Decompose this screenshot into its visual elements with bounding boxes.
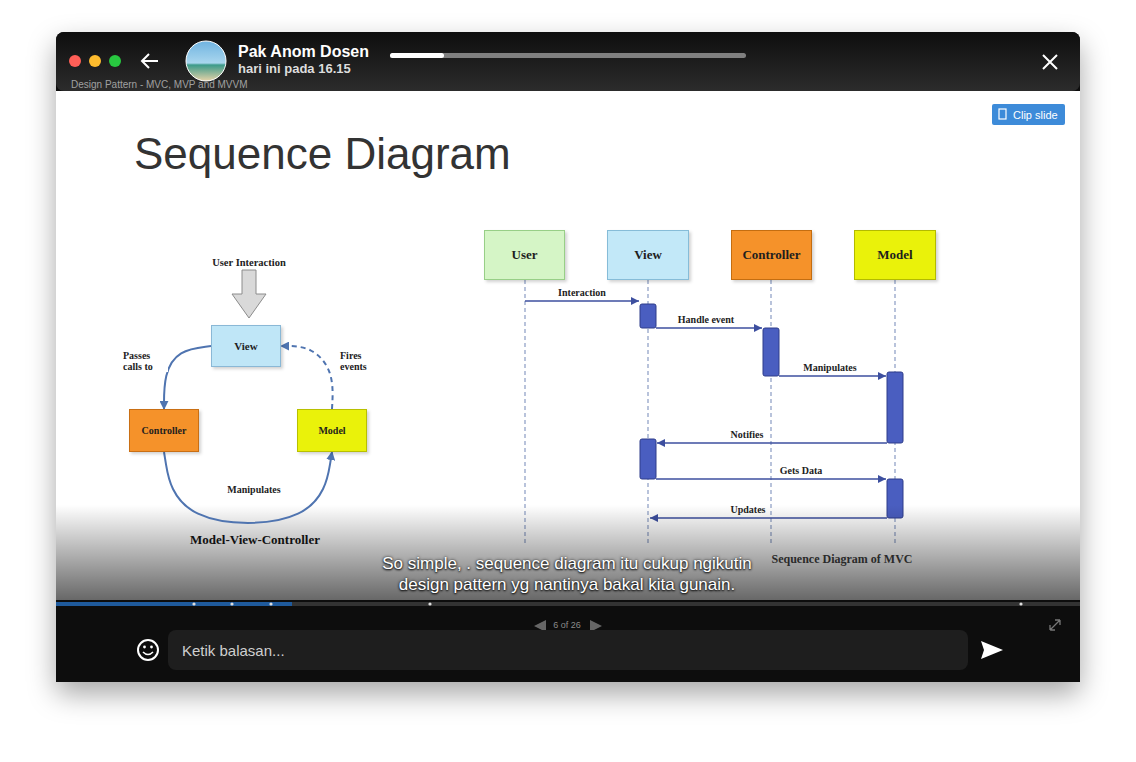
back-arrow — [142, 54, 158, 68]
message-arrow — [657, 442, 887, 443]
lifeline-head: Model — [854, 230, 936, 280]
figure-caption: Model-View-Controller — [190, 532, 320, 548]
lifeline-head: View — [607, 230, 689, 280]
node-label: Controller — [742, 247, 800, 263]
edge-label: Passes calls to — [122, 350, 168, 372]
avatar — [186, 41, 226, 81]
close-icon — [1043, 55, 1057, 69]
story-progress-track — [390, 53, 746, 58]
input-placeholder: Ketik balasan... — [182, 641, 285, 660]
emoji-eye — [150, 646, 153, 649]
edge-label: Fires events — [339, 350, 385, 372]
activation-bar — [763, 328, 779, 376]
message-label: Gets Data — [780, 464, 823, 477]
message-label: Handle event — [678, 313, 734, 326]
node-label: Controller — [142, 424, 187, 437]
video-title: Design Pattern - MVC, MVP and MVVM — [71, 78, 248, 91]
app-window — [56, 32, 1080, 682]
emoji-icon — [138, 640, 158, 660]
message-label: Notifies — [731, 428, 764, 441]
close-light — [69, 55, 81, 67]
interaction-arrow — [232, 270, 266, 318]
message-label: Manipulates — [803, 361, 856, 374]
clip-slide-button — [992, 104, 1065, 125]
message-arrow — [525, 300, 639, 301]
tick — [269, 602, 272, 605]
clip-icon — [999, 109, 1006, 119]
diagram-note: User Interaction — [212, 256, 286, 269]
flow-arrow — [281, 346, 333, 409]
message-arrow — [656, 327, 762, 328]
expand-icon — [1050, 620, 1060, 630]
sender-name: Pak Anom Dosen — [238, 42, 369, 62]
message-label: Interaction — [558, 286, 606, 299]
activation-bar — [640, 304, 656, 328]
node-label: Model — [877, 247, 912, 263]
slide-track-fill — [56, 602, 292, 606]
zoom-light — [109, 55, 121, 67]
node-label: User — [512, 247, 538, 263]
tick — [428, 602, 431, 605]
tick — [1019, 602, 1022, 605]
title-bar — [56, 32, 1080, 91]
slide-title: Sequence Diagram — [134, 128, 511, 180]
slide-track — [56, 602, 1080, 606]
activation-bar — [887, 372, 903, 443]
story-progress-fill — [390, 53, 444, 58]
emoji-smile — [143, 652, 153, 655]
message-arrow — [779, 375, 886, 376]
send-icon — [981, 641, 1003, 659]
minimize-light — [89, 55, 101, 67]
tick — [230, 602, 233, 605]
subtitle: So simple, . sequence diagram itu cukup … — [381, 553, 753, 595]
message-arrow — [656, 478, 886, 479]
message-label: Updates — [730, 503, 765, 516]
activation-bars — [640, 304, 903, 518]
emoji-eye — [143, 646, 146, 649]
node-label: Model — [318, 424, 345, 437]
page-counter: 6 of 26 — [553, 620, 581, 631]
controller-box: Controller — [129, 409, 199, 452]
tick — [192, 602, 195, 605]
button-label: Clip slide — [1013, 108, 1058, 122]
flow-arrow — [164, 346, 211, 409]
reply-input — [168, 630, 968, 670]
figure-caption: Sequence Diagram of MVC — [772, 552, 913, 567]
node-label: View — [634, 247, 662, 263]
messages — [525, 301, 887, 518]
view-box: View — [211, 325, 281, 367]
lifeline-head: User — [484, 230, 565, 280]
activation-bar — [640, 439, 656, 479]
slide — [56, 91, 1080, 601]
bottom-bar — [56, 600, 1080, 682]
model-box: Model — [297, 409, 367, 452]
flow-arrow — [164, 452, 332, 523]
lifeline-head: Controller — [731, 230, 812, 280]
subtitle-shade — [56, 505, 1080, 601]
timestamp: hari ini pada 16.15 — [238, 61, 351, 77]
edge-label: Manipulates — [226, 484, 281, 495]
slide-ticks — [192, 602, 1022, 605]
node-label: View — [234, 339, 257, 353]
